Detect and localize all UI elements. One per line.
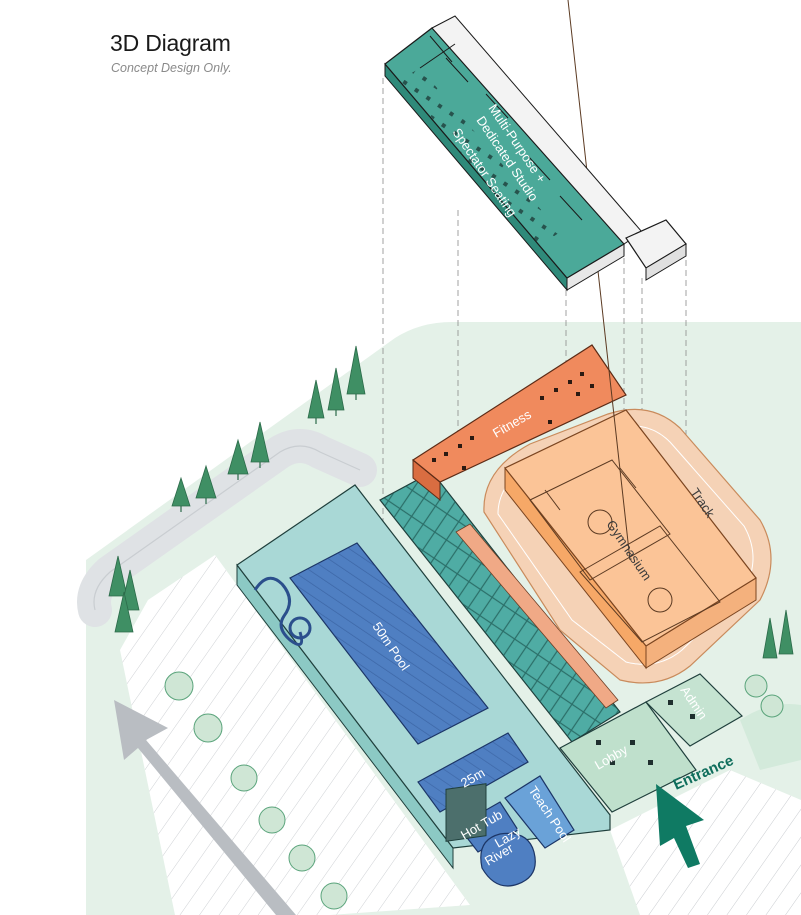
- arrow-up-right-icon: [656, 784, 704, 868]
- spectator-seating: [400, 68, 560, 246]
- admin: [644, 673, 743, 747]
- lobby-furniture: [596, 700, 695, 765]
- page-subtitle: Concept Design Only.: [111, 61, 232, 75]
- arrow-up-left-icon: [114, 700, 296, 915]
- gymnasium: [504, 409, 757, 647]
- trees: [108, 345, 794, 910]
- lobby: [559, 701, 697, 813]
- lazy-river: [480, 832, 536, 887]
- teach-pool: [504, 775, 575, 849]
- fitness-equipment: [432, 372, 594, 470]
- stair-core: [445, 783, 487, 842]
- upper-rooms: [419, 35, 583, 221]
- fitness-area: [411, 344, 627, 483]
- court-markings: [529, 0, 721, 643]
- corridor-orange: [455, 523, 619, 709]
- page-title: 3D Diagram: [110, 30, 231, 56]
- water-slide: [253, 576, 312, 646]
